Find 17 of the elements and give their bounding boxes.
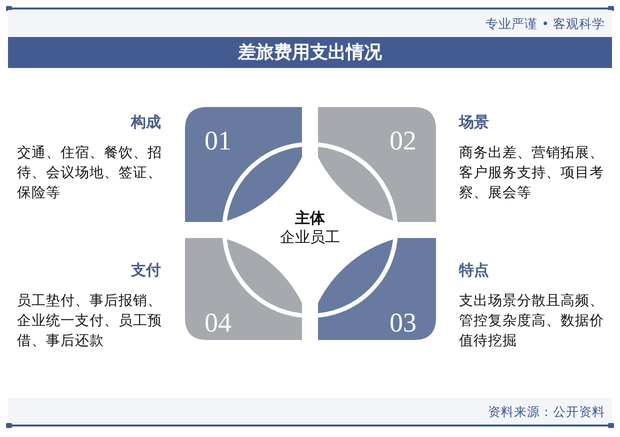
- category-heading: 支付: [131, 261, 161, 280]
- center-text: 企业员工: [280, 228, 340, 247]
- description-text: 商务出差、营销拓展、客户服务支持、项目考察、展会等: [459, 144, 605, 203]
- number-label: 01: [204, 128, 232, 154]
- center-heading: 主体: [295, 209, 325, 228]
- description-text: 员工垫付、事后报销、企业统一支付、员工预借、事后还款: [17, 292, 163, 351]
- category-heading: 场景: [459, 113, 489, 132]
- title: 差旅费用支出情况: [238, 42, 382, 63]
- category-heading: 构成: [131, 113, 161, 132]
- slogan-text: 专业严谨 • 客观科学: [486, 15, 605, 32]
- number-label: 04: [204, 310, 232, 336]
- description-text: 交通、住宿、餐饮、招待、会议场地、签证、保险等: [17, 144, 163, 203]
- source-note: 资料来源：公开资料: [488, 403, 605, 420]
- number-label: 03: [390, 310, 416, 336]
- description-text: 支出场景分散且高频、管控复杂度高、数据价值待挖掘: [459, 292, 605, 351]
- number-label: 02: [390, 128, 416, 154]
- category-heading: 特点: [459, 261, 489, 280]
